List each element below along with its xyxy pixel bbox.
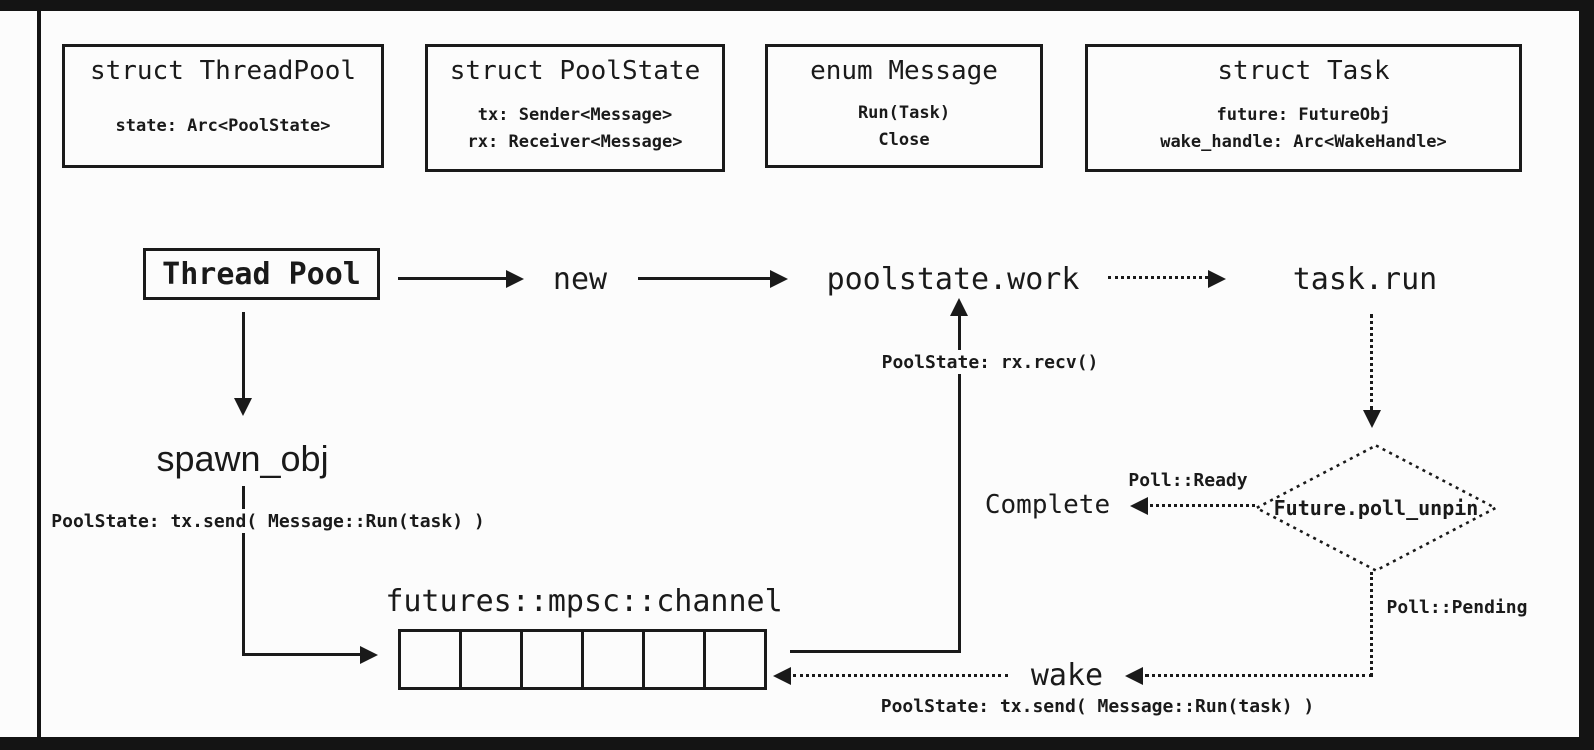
frame-top-bar — [0, 0, 1594, 11]
channel-slot — [459, 629, 523, 690]
arrowhead-right-icon — [506, 270, 524, 288]
dotted-arrow-poolstate-work-to-task-run — [1108, 276, 1208, 279]
channel-slot — [642, 629, 706, 690]
arrowhead-left-icon — [1125, 667, 1143, 685]
poolstate-work-node: poolstate.work — [826, 262, 1080, 297]
channel-title: futures::mpsc::channel — [385, 584, 783, 619]
dotted-line-poll-pending — [1370, 572, 1373, 676]
frame-right-bar — [1579, 0, 1594, 750]
struct-poolstate-field-tx: tx: Sender<Message> — [477, 104, 673, 125]
rx-recv-label: PoolState: rx.recv() — [790, 350, 1190, 374]
poll-ready-label: Poll::Ready — [1118, 468, 1258, 492]
line-riser-to-poolstate-work — [958, 316, 961, 653]
channel-slots — [398, 629, 767, 690]
frame-bottom-bar — [0, 737, 1594, 750]
struct-task-title: struct Task — [1217, 56, 1390, 86]
tx-send-wake-label: PoolState: tx.send( Message::Run(task) ) — [880, 694, 1315, 718]
struct-poolstate-box: struct PoolState tx: Sender<Message> rx:… — [425, 44, 725, 172]
complete-node: Complete — [984, 490, 1111, 520]
thread-pool-node: Thread Pool — [143, 248, 380, 300]
arrow-threadpool-to-new — [398, 277, 506, 280]
arrowhead-up-icon — [950, 298, 968, 316]
struct-poolstate-title: struct PoolState — [449, 56, 701, 86]
line-spawn-obj-to-channel — [242, 486, 245, 656]
struct-threadpool-field-state: state: Arc<PoolState> — [115, 116, 331, 136]
task-run-node: task.run — [1292, 262, 1438, 297]
struct-task-field-future: future: FutureObj — [1216, 104, 1391, 125]
struct-poolstate-field-rx: rx: Receiver<Message> — [467, 131, 683, 152]
spawn-obj-node: spawn_obj — [156, 438, 329, 479]
struct-threadpool-box: struct ThreadPool state: Arc<PoolState> — [62, 44, 384, 168]
wake-node: wake — [1030, 658, 1104, 693]
new-node: new — [552, 262, 608, 297]
enum-message-variant-run: Run(Task) — [857, 102, 951, 123]
line-channel-to-riser — [790, 650, 960, 653]
dotted-line-task-run-to-poll — [1370, 314, 1373, 410]
future-poll-unpin-diamond: Future.poll_unpin — [1255, 444, 1497, 572]
arrowhead-left-icon — [1130, 497, 1148, 515]
arrowhead-right-icon — [360, 646, 378, 664]
arrowhead-left-icon — [773, 667, 791, 685]
arrowhead-right-icon — [1208, 270, 1226, 288]
arrow-threadpool-to-spawn-obj — [242, 312, 245, 400]
channel-slot — [703, 629, 767, 690]
channel-slot — [398, 629, 462, 690]
channel-slot — [581, 629, 645, 690]
frame-left-border — [37, 11, 41, 737]
dotted-arrow-poll-ready — [1150, 504, 1255, 507]
arrow-new-to-poolstate-work — [638, 277, 770, 280]
tx-send-spawn-label: PoolState: tx.send( Message::Run(task) ) — [51, 509, 485, 533]
struct-task-field-wake-handle: wake_handle: Arc<WakeHandle> — [1160, 131, 1447, 152]
dotted-arrow-wake-to-channel — [793, 674, 1008, 677]
enum-message-variant-close: Close — [878, 129, 930, 150]
future-poll-unpin-label: Future.poll_unpin — [1273, 496, 1479, 520]
arrowhead-down-icon — [234, 398, 252, 416]
struct-task-box: struct Task future: FutureObj wake_handl… — [1085, 44, 1522, 172]
channel-slot — [520, 629, 584, 690]
line-elbow-into-channel — [242, 653, 360, 656]
dotted-arrow-pending-to-wake — [1145, 674, 1373, 677]
arrowhead-right-icon — [770, 270, 788, 288]
struct-threadpool-title: struct ThreadPool — [89, 56, 357, 86]
enum-message-box: enum Message Run(Task) Close — [765, 44, 1043, 168]
enum-message-title: enum Message — [810, 56, 998, 86]
poll-pending-label: Poll::Pending — [1382, 595, 1532, 619]
arrowhead-down-icon — [1363, 410, 1381, 428]
